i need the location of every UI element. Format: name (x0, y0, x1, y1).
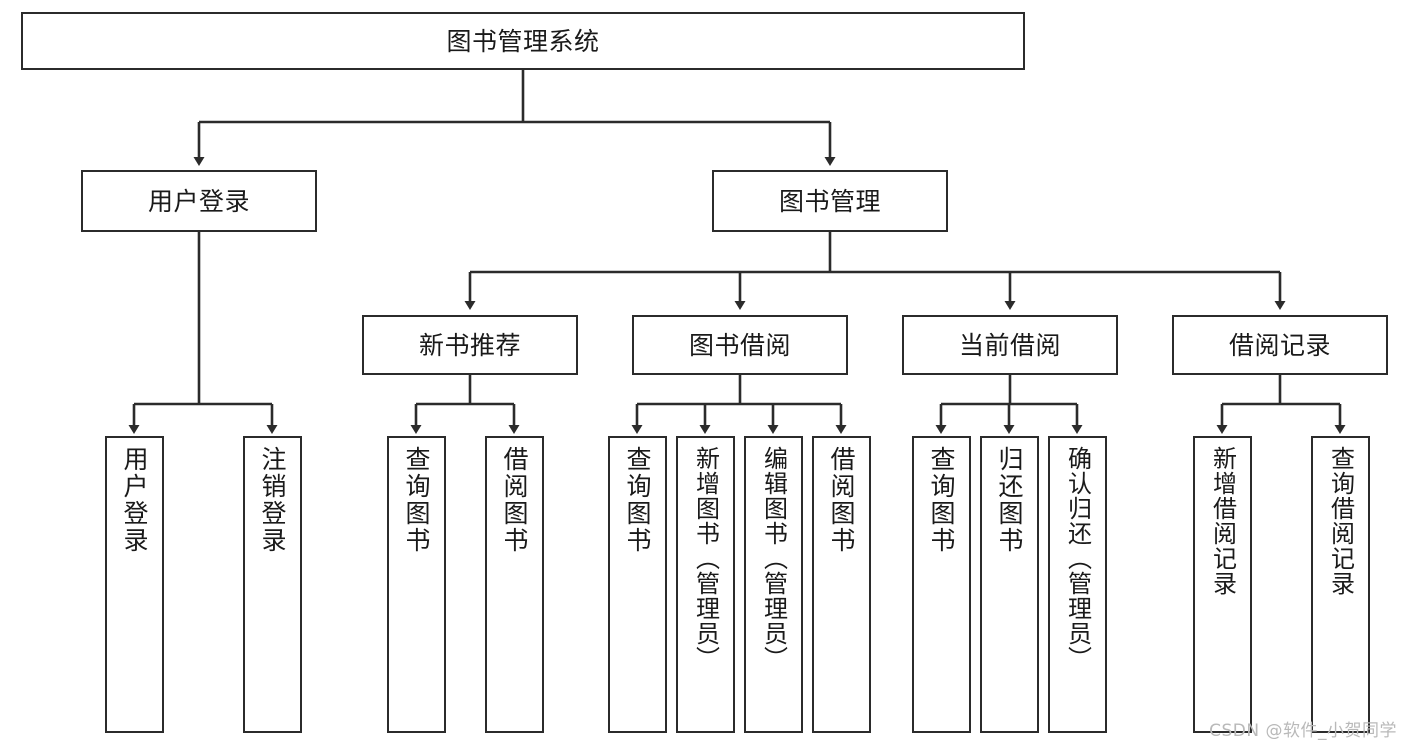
node-label: 新增图书（管理员） (691, 446, 720, 671)
leaf-new-book-query-book[interactable]: 查询图书 (387, 436, 446, 733)
node-book-management[interactable]: 图书管理 (712, 170, 948, 232)
node-label: 用户登录 (147, 186, 250, 216)
leaf-borrow-record-add-record[interactable]: 新增借阅记录 (1193, 436, 1252, 733)
node-label: 借阅图书 (827, 446, 856, 554)
node-label: 图书借阅 (688, 330, 791, 360)
csdn-watermark: CSDN @软件_小贺同学 (1209, 721, 1397, 741)
node-root-book-management-system[interactable]: 图书管理系统 (21, 12, 1025, 70)
node-label: 编辑图书（管理员） (759, 446, 788, 671)
node-user-login[interactable]: 用户登录 (81, 170, 317, 232)
node-label: 注销登录 (258, 446, 287, 554)
node-label: 确认归还（管理员） (1063, 446, 1092, 671)
leaf-book-borrow-query-book[interactable]: 查询图书 (608, 436, 667, 733)
node-current-borrow[interactable]: 当前借阅 (902, 315, 1118, 375)
leaf-book-borrow-add-book-admin[interactable]: 新增图书（管理员） (676, 436, 735, 733)
leaf-book-borrow-edit-book-admin[interactable]: 编辑图书（管理员） (744, 436, 803, 733)
node-label: 查询图书 (402, 446, 431, 554)
node-label: 图书管理系统 (446, 26, 600, 56)
leaf-user-login-logout[interactable]: 注销登录 (243, 436, 302, 733)
node-label: 当前借阅 (958, 330, 1061, 360)
node-label: 查询借阅记录 (1326, 446, 1355, 596)
node-label: 用户登录 (120, 446, 149, 554)
node-new-book-recommend[interactable]: 新书推荐 (362, 315, 578, 375)
leaf-current-borrow-confirm-return-admin[interactable]: 确认归还（管理员） (1048, 436, 1107, 733)
leaf-new-book-borrow-book[interactable]: 借阅图书 (485, 436, 544, 733)
node-label: 查询图书 (927, 446, 956, 554)
leaf-current-borrow-return-book[interactable]: 归还图书 (980, 436, 1039, 733)
node-label: 借阅记录 (1228, 330, 1331, 360)
node-label: 图书管理 (778, 186, 881, 216)
node-label: 新书推荐 (418, 330, 521, 360)
node-label: 借阅图书 (500, 446, 529, 554)
leaf-user-login-login[interactable]: 用户登录 (105, 436, 164, 733)
node-book-borrow[interactable]: 图书借阅 (632, 315, 848, 375)
node-borrow-record[interactable]: 借阅记录 (1172, 315, 1388, 375)
node-label: 新增借阅记录 (1208, 446, 1237, 596)
leaf-borrow-record-query-record[interactable]: 查询借阅记录 (1311, 436, 1370, 733)
leaf-book-borrow-borrow-book[interactable]: 借阅图书 (812, 436, 871, 733)
leaf-current-borrow-query-book[interactable]: 查询图书 (912, 436, 971, 733)
node-label: 归还图书 (995, 446, 1024, 554)
node-label: 查询图书 (623, 446, 652, 554)
